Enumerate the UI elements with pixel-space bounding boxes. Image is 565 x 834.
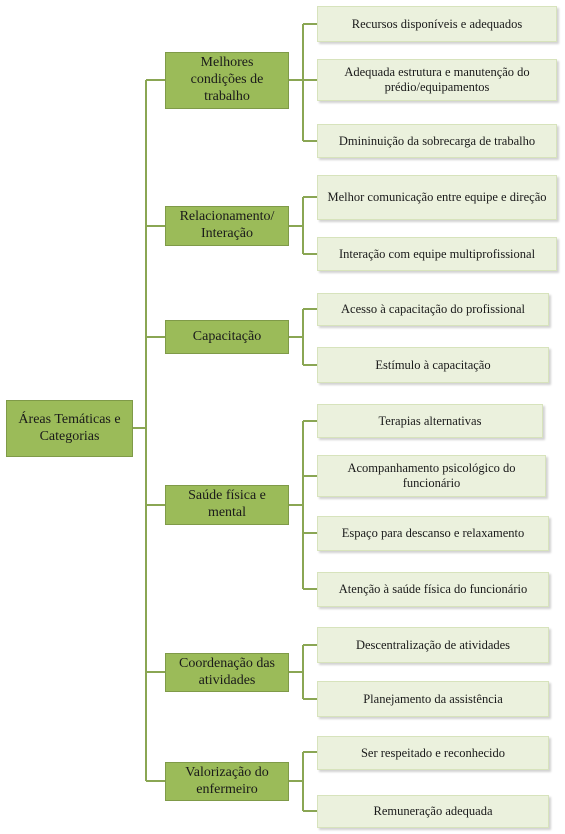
leaf-recursos: Recursos disponíveis e adequados: [317, 6, 557, 42]
root-node: Áreas Temáticas e Categorias: [6, 400, 133, 457]
leaf-acesso-capacitacao: Acesso à capacitação do profissional: [317, 293, 549, 326]
category-relacionamento: Relacionamento/ Interação: [165, 206, 289, 246]
category-melhores-condicoes: Melhores condições de trabalho: [165, 52, 289, 109]
category-saude: Saúde física e mental: [165, 485, 289, 525]
leaf-terapias: Terapias alternativas: [317, 404, 543, 438]
leaf-sobrecarga: Dmininuição da sobrecarga de trabalho: [317, 124, 557, 158]
category-valorizacao: Valorização do enfermeiro: [165, 762, 289, 801]
leaf-estrutura: Adequada estrutura e manutenção do prédi…: [317, 59, 557, 101]
leaf-descentralizacao: Descentralização de atividades: [317, 627, 549, 663]
leaf-planejamento: Planejamento da assistência: [317, 681, 549, 717]
category-capacitacao: Capacitação: [165, 320, 289, 354]
leaf-comunicacao: Melhor comunicação entre equipe e direçã…: [317, 175, 557, 220]
leaf-interacao: Interação com equipe multiprofissional: [317, 237, 557, 271]
leaf-acompanhamento: Acompanhamento psicológico do funcionári…: [317, 455, 546, 497]
leaf-descanso: Espaço para descanso e relaxamento: [317, 516, 549, 551]
leaf-estimulo: Estímulo à capacitação: [317, 347, 549, 383]
leaf-saude-fisica: Atenção à saúde física do funcionário: [317, 572, 549, 607]
category-coordenacao: Coordenação das atividades: [165, 653, 289, 692]
leaf-remuneracao: Remuneração adequada: [317, 795, 549, 828]
leaf-respeitado: Ser respeitado e reconhecido: [317, 736, 549, 770]
